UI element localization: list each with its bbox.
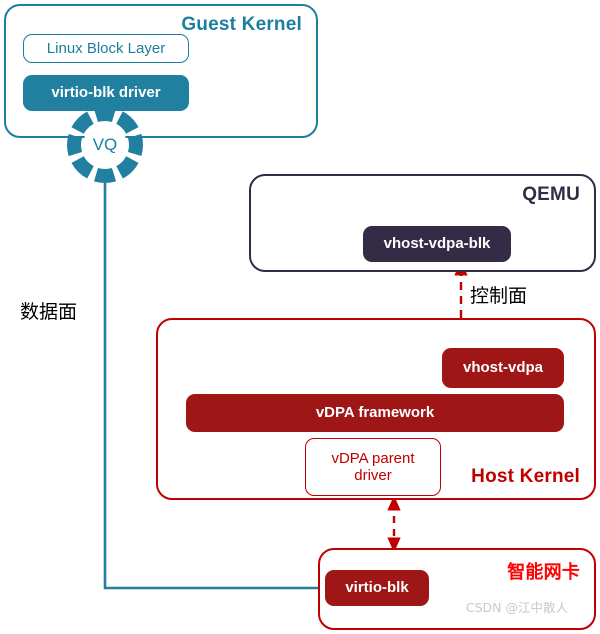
control-plane-label: 控制面 xyxy=(470,285,528,307)
host-kernel-title: Host Kernel xyxy=(471,466,580,487)
virtqueue-ring[interactable]: VQ xyxy=(67,107,143,183)
component-virtio-blk-driver[interactable]: virtio-blk driver xyxy=(23,75,189,111)
component-vdpa-parent-driver[interactable]: vDPA parent driver xyxy=(305,438,441,496)
guest-kernel-title: Guest Kernel xyxy=(181,14,302,35)
data-plane-label: 数据面 xyxy=(20,301,78,323)
qemu-title: QEMU xyxy=(522,184,580,205)
component-vdpa-framework[interactable]: vDPA framework xyxy=(186,394,564,432)
csdn-watermark: CSDN @江中散人 xyxy=(465,600,568,615)
virtqueue-ring-icon xyxy=(67,107,143,183)
component-vhost-vdpa[interactable]: vhost-vdpa xyxy=(442,348,564,388)
smart-nic-zone: 智能网卡 CSDN @江中散人 xyxy=(318,548,596,630)
component-vhost-vdpa-blk[interactable]: vhost-vdpa-blk xyxy=(363,226,511,262)
smart-nic-title: 智能网卡 xyxy=(507,562,580,582)
component-linux-block-layer[interactable]: Linux Block Layer xyxy=(23,34,189,63)
virtqueue-label: VQ xyxy=(92,135,118,154)
guest-kernel-zone: Guest Kernel xyxy=(4,4,318,138)
component-virtio-blk-nic[interactable]: virtio-blk xyxy=(325,570,429,606)
